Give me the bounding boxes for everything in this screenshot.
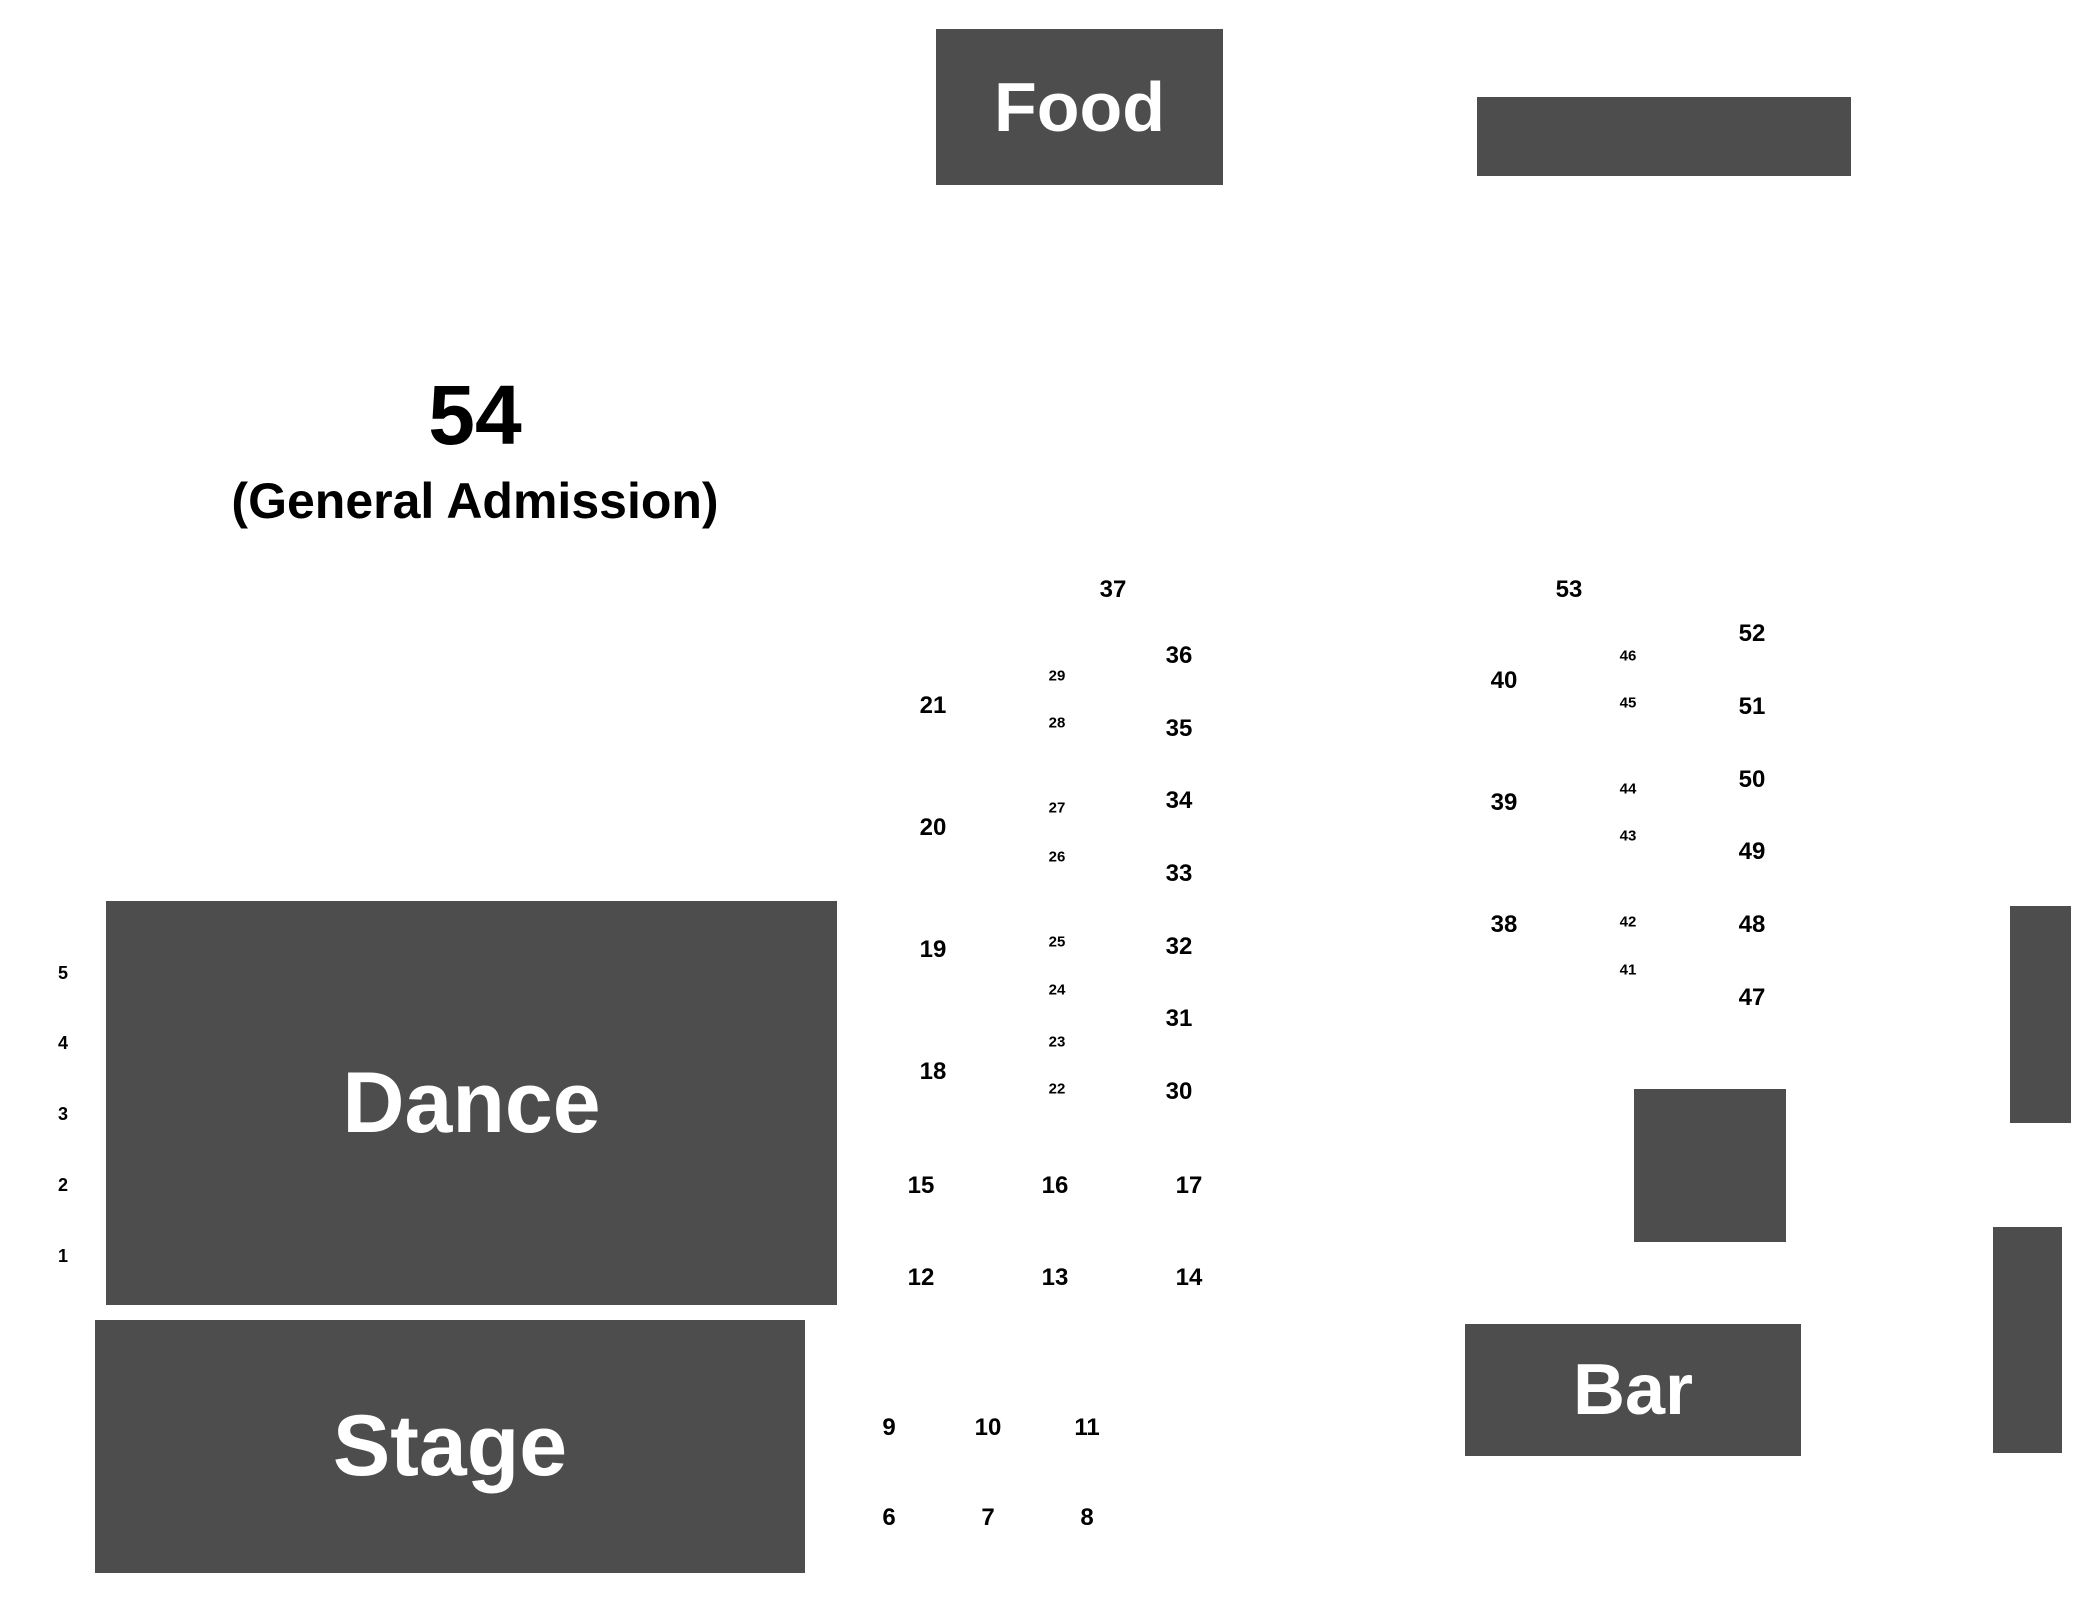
- dance-floor[interactable]: Dance: [106, 901, 837, 1305]
- bar-label: Bar: [1572, 1350, 1694, 1430]
- section-52[interactable]: 52: [1738, 620, 1766, 647]
- section-15[interactable]: 15: [907, 1172, 935, 1199]
- section-44[interactable]: 44: [1619, 780, 1637, 798]
- section-24[interactable]: 24: [1048, 981, 1066, 999]
- section-39[interactable]: 39: [1490, 789, 1518, 816]
- unlabeled-block-top-right[interactable]: [1477, 97, 1851, 176]
- section-2[interactable]: 2: [57, 1175, 69, 1195]
- section-16[interactable]: 16: [1041, 1172, 1069, 1199]
- section-17[interactable]: 17: [1175, 1172, 1203, 1199]
- stage[interactable]: Stage: [95, 1320, 805, 1573]
- section-36[interactable]: 36: [1165, 642, 1193, 669]
- section-41[interactable]: 41: [1619, 961, 1637, 979]
- section-51[interactable]: 51: [1738, 693, 1766, 720]
- section-8[interactable]: 8: [1080, 1504, 1094, 1531]
- section-6[interactable]: 6: [882, 1504, 896, 1531]
- section-18[interactable]: 18: [919, 1058, 947, 1085]
- section-40[interactable]: 40: [1490, 667, 1518, 694]
- section-31[interactable]: 31: [1165, 1005, 1193, 1032]
- general-admission-label: (General Admission): [231, 473, 719, 529]
- section-38[interactable]: 38: [1490, 911, 1518, 938]
- section-22[interactable]: 22: [1048, 1080, 1066, 1098]
- bar[interactable]: Bar: [1465, 1324, 1801, 1456]
- section-32[interactable]: 32: [1165, 933, 1193, 960]
- section-5[interactable]: 5: [57, 963, 69, 983]
- section-30[interactable]: 30: [1165, 1078, 1193, 1105]
- stage-label: Stage: [332, 1398, 568, 1494]
- unlabeled-block-center-right[interactable]: [1634, 1089, 1786, 1242]
- dance-label: Dance: [342, 1054, 601, 1151]
- section-9[interactable]: 9: [882, 1414, 896, 1441]
- section-20[interactable]: 20: [919, 814, 947, 841]
- section-25[interactable]: 25: [1048, 933, 1066, 951]
- section-13[interactable]: 13: [1041, 1264, 1069, 1291]
- section-3[interactable]: 3: [57, 1104, 69, 1124]
- section-45[interactable]: 45: [1619, 694, 1637, 712]
- section-53[interactable]: 53: [1555, 576, 1583, 603]
- section-7[interactable]: 7: [981, 1504, 995, 1531]
- section-43[interactable]: 43: [1619, 827, 1637, 845]
- section-48[interactable]: 48: [1738, 911, 1766, 938]
- section-23[interactable]: 23: [1048, 1033, 1066, 1051]
- section-14[interactable]: 14: [1175, 1264, 1203, 1291]
- section-49[interactable]: 49: [1738, 838, 1766, 865]
- section-46[interactable]: 46: [1619, 647, 1637, 665]
- section-35[interactable]: 35: [1165, 715, 1193, 742]
- section-21[interactable]: 21: [919, 692, 947, 719]
- food-label: Food: [993, 68, 1166, 146]
- section-12[interactable]: 12: [907, 1264, 935, 1291]
- section-34[interactable]: 34: [1165, 787, 1193, 814]
- section-50[interactable]: 50: [1738, 766, 1766, 793]
- section-27[interactable]: 27: [1048, 799, 1066, 817]
- section-26[interactable]: 26: [1048, 848, 1066, 866]
- food-area[interactable]: Food: [936, 29, 1223, 185]
- section-11[interactable]: 11: [1074, 1414, 1100, 1441]
- general-admission-number[interactable]: 54: [428, 368, 522, 462]
- section-33[interactable]: 33: [1165, 860, 1193, 887]
- section-19[interactable]: 19: [919, 936, 947, 963]
- section-47[interactable]: 47: [1738, 984, 1766, 1011]
- section-29[interactable]: 29: [1048, 667, 1066, 685]
- section-10[interactable]: 10: [974, 1414, 1002, 1441]
- section-28[interactable]: 28: [1048, 714, 1066, 732]
- section-37[interactable]: 37: [1099, 576, 1127, 603]
- section-1[interactable]: 1: [57, 1246, 69, 1266]
- unlabeled-block-right-lower[interactable]: [1993, 1227, 2062, 1453]
- unlabeled-block-right-upper[interactable]: [2010, 906, 2071, 1123]
- section-4[interactable]: 4: [57, 1033, 69, 1053]
- section-42[interactable]: 42: [1619, 913, 1637, 931]
